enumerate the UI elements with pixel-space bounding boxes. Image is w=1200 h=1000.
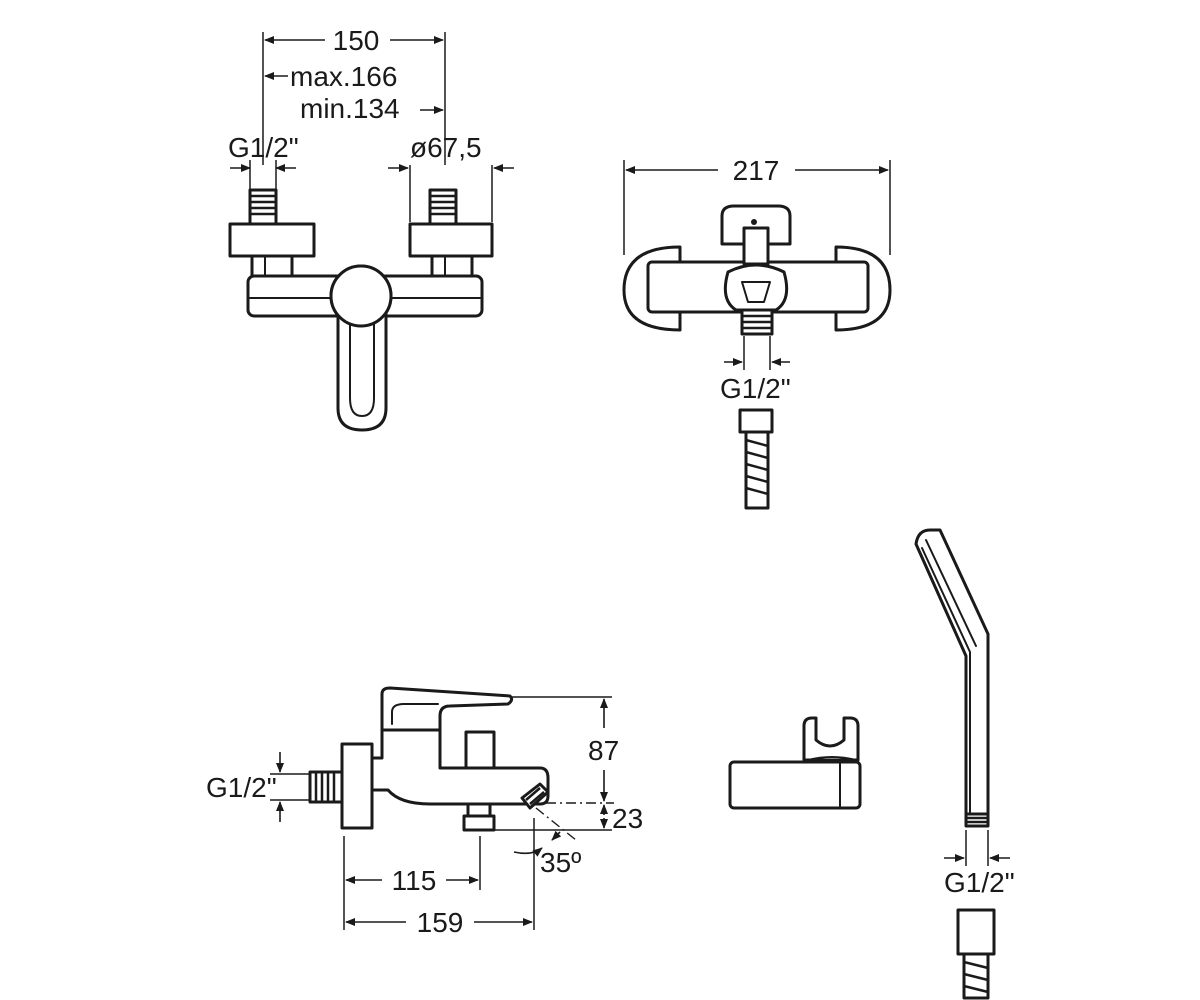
hand-shower-end <box>964 812 990 828</box>
thread-hatch <box>430 194 456 216</box>
diverter-knob <box>464 730 496 770</box>
front-view: 150 max.166 min.134 G1/2" ø67,5 <box>228 25 514 432</box>
diverter <box>723 263 789 312</box>
dimension-angle-35: 35º <box>540 847 581 878</box>
dimension-g-half-inch-outlet: G1/2" <box>720 373 791 404</box>
dimension-217: 217 <box>733 155 780 186</box>
dimension-115: 115 <box>392 865 437 896</box>
angle-arrow <box>551 830 562 841</box>
dimension-150: 150 <box>333 25 380 56</box>
top-view: 217 G1/2" <box>622 155 892 510</box>
holder-base <box>728 760 862 810</box>
dimension-max-166: max.166 <box>290 61 397 92</box>
hose-nut <box>956 908 996 956</box>
hose-texture <box>745 438 769 496</box>
dimension-g-half-inch-side: G1/2" <box>206 772 277 803</box>
holder-bracket <box>802 716 860 762</box>
angle-line <box>535 807 577 841</box>
outlet-connector <box>466 802 492 818</box>
thread-hatch <box>250 194 276 216</box>
outlet-nut <box>462 814 496 832</box>
dimension-23: 23 <box>612 803 643 834</box>
dimension-159: 159 <box>417 907 464 938</box>
side-view: G1/2" 87 23 <box>206 686 643 938</box>
dimension-g-half-inch-hand-shower: G1/2" <box>944 867 1015 898</box>
lever-handle-top <box>720 204 792 246</box>
angle-arc <box>513 847 543 857</box>
mixer-body-side <box>370 720 550 806</box>
shower-holder <box>728 716 862 810</box>
hand-shower-head <box>914 528 990 826</box>
dimension-diameter-67-5: ø67,5 <box>410 132 482 163</box>
hand-shower: G1/2" <box>914 528 1015 1000</box>
dimension-87: 87 <box>588 735 619 766</box>
dimension-g-half-inch-inlet: G1/2" <box>228 132 299 163</box>
spout-aerator <box>520 782 550 810</box>
lever-side <box>380 686 514 732</box>
escutcheon-left <box>228 222 316 258</box>
escutcheon-side <box>340 742 374 830</box>
lever-handle <box>336 310 388 432</box>
dimension-min-134: min.134 <box>300 93 400 124</box>
handle-stem <box>742 226 770 266</box>
escutcheon-right <box>408 222 494 258</box>
hose-nut <box>738 408 774 434</box>
